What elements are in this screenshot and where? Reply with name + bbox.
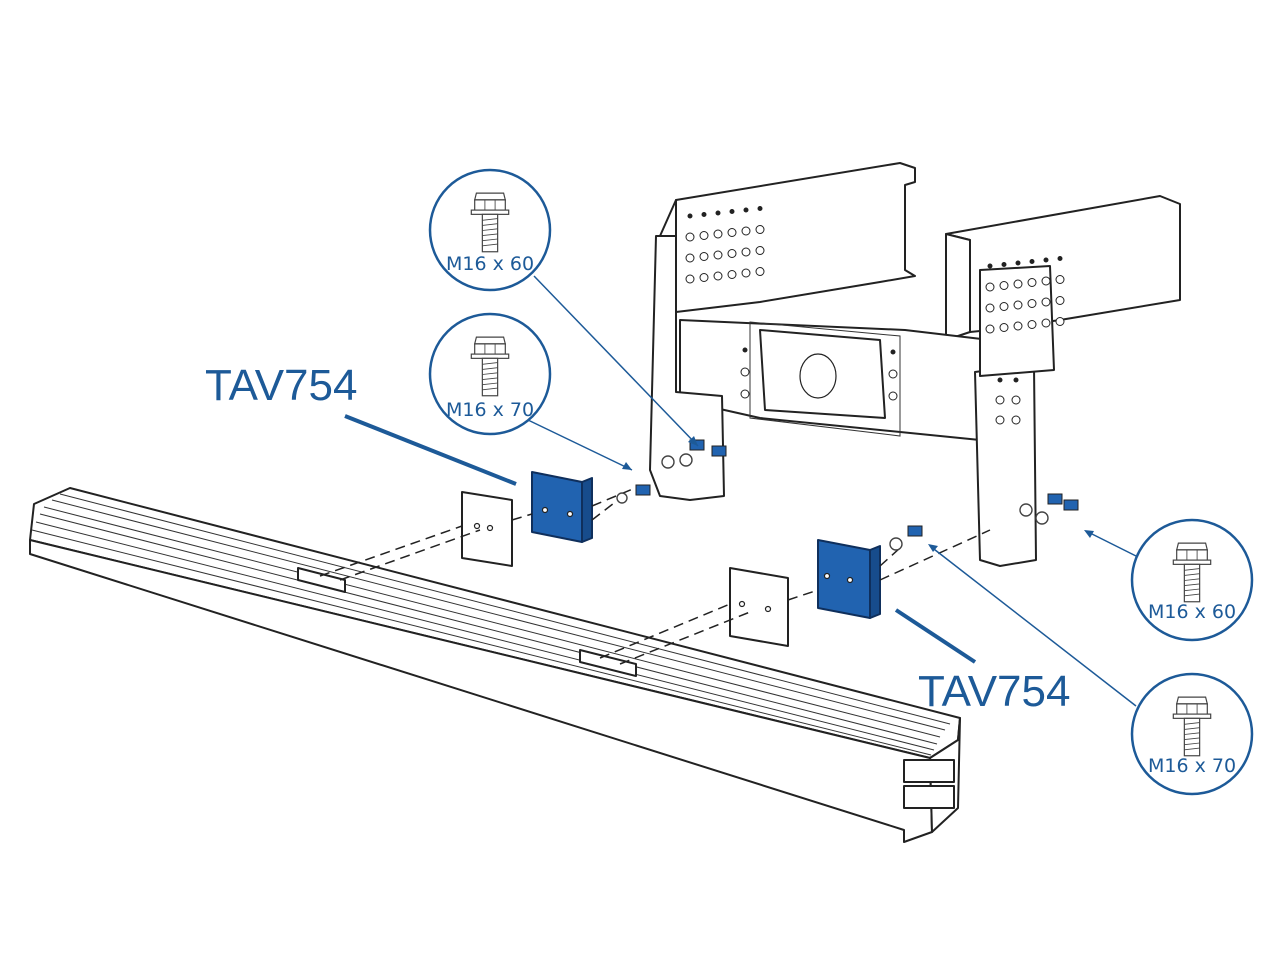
callout-upper-right: M16 x 60 <box>1130 518 1254 642</box>
rivet <box>1013 377 1019 383</box>
rivet <box>985 324 995 334</box>
rivet <box>995 395 1005 405</box>
rivet <box>715 210 721 216</box>
leader-lines <box>344 275 1141 707</box>
rivet <box>1055 275 1065 284</box>
rivet <box>729 209 735 214</box>
rivet <box>1013 279 1023 289</box>
part-label-left: TAV754 <box>205 361 357 410</box>
rivet <box>743 207 749 213</box>
rivet <box>701 212 707 217</box>
rivet <box>1011 415 1021 425</box>
rivet <box>687 213 693 219</box>
rivet <box>755 267 765 276</box>
rivet <box>699 231 709 240</box>
assembly-lines <box>319 485 991 665</box>
part-label-right: TAV754 <box>918 667 1070 716</box>
rivet <box>888 369 898 379</box>
rivet <box>1013 321 1023 331</box>
rivet <box>740 367 750 377</box>
bolt-size-label: M16 x 60 <box>1148 601 1236 623</box>
rivet <box>727 270 737 279</box>
rivet <box>1043 257 1049 263</box>
rivet <box>1041 276 1051 286</box>
rivet <box>1015 260 1021 266</box>
rivet <box>740 389 750 399</box>
rivet <box>727 228 737 237</box>
rivet <box>1029 259 1035 264</box>
rivet <box>997 377 1003 383</box>
chassis-frame <box>649 162 1181 567</box>
rivet <box>713 229 723 239</box>
left-pad-tav754 <box>531 471 593 543</box>
rivet <box>741 247 751 257</box>
rivet <box>685 232 695 242</box>
rivet <box>1041 318 1051 328</box>
rivet <box>685 253 695 263</box>
callout-lower-left: M16 x 70 <box>428 312 552 436</box>
rivet <box>685 274 695 284</box>
step-rail <box>29 487 961 843</box>
bolt-size-label: M16 x 60 <box>446 253 534 275</box>
rivet <box>987 263 993 269</box>
right-shim-plate <box>729 567 789 647</box>
rivet <box>1055 317 1065 326</box>
rivet <box>755 246 765 255</box>
rivet <box>757 206 763 211</box>
left-shim-plate <box>461 491 513 567</box>
callout-lower-right: M16 x 70 <box>1130 672 1254 796</box>
rivet <box>1055 296 1065 305</box>
rivet <box>713 271 723 281</box>
rivet <box>999 302 1009 311</box>
rivet <box>1041 297 1051 307</box>
rivet <box>699 252 709 261</box>
rivet <box>985 282 995 292</box>
rivet <box>1057 256 1063 261</box>
rivet <box>999 323 1009 332</box>
rivet <box>890 349 896 355</box>
rivet <box>995 415 1005 425</box>
rivet <box>713 250 723 260</box>
rivet <box>699 273 709 282</box>
right-pad-tav754 <box>817 539 881 619</box>
fastener-set-right <box>889 493 1079 551</box>
bolt-size-label: M16 x 70 <box>446 399 534 421</box>
bolt-size-label: M16 x 70 <box>1148 755 1236 777</box>
rivet <box>1027 299 1037 308</box>
rivet <box>1027 278 1037 287</box>
rivet <box>741 268 751 278</box>
rivet <box>1013 300 1023 310</box>
rivet <box>755 225 765 234</box>
rivet <box>742 347 748 353</box>
frame-bolt-pattern <box>685 206 1065 425</box>
rivet <box>1027 320 1037 329</box>
rivet <box>1001 262 1007 267</box>
rivet <box>985 303 995 313</box>
rivet <box>1011 395 1021 405</box>
rivet <box>888 391 898 401</box>
tav754-left-leader <box>344 414 517 486</box>
callout-upper-left: M16 x 60 <box>428 168 552 292</box>
rivet <box>741 226 751 236</box>
rivet <box>727 249 737 258</box>
tav754-right-leader <box>894 608 977 664</box>
rivet <box>999 281 1009 290</box>
